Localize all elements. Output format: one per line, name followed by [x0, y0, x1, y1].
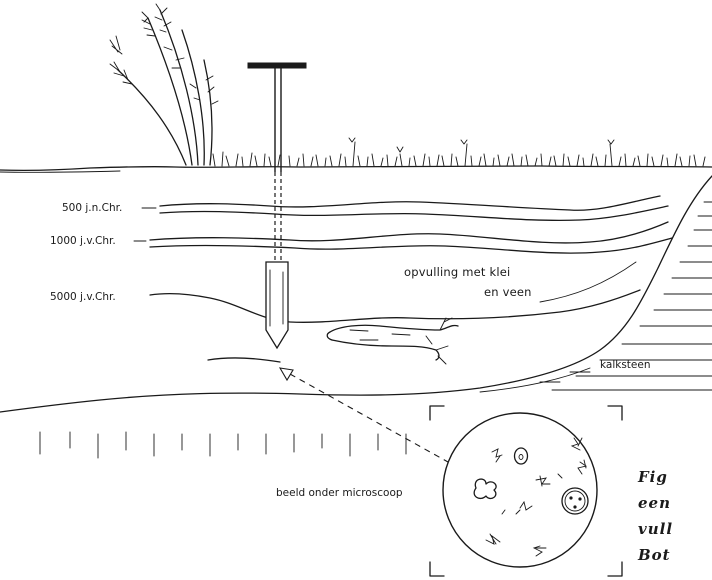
bedrock-hatching: [40, 432, 406, 458]
sediment-layers: [150, 196, 672, 362]
ground-surface: [0, 138, 712, 172]
label-fill-line2: en veen: [484, 285, 532, 299]
figure-caption: Fig een vull Bot: [637, 468, 673, 564]
label-1000-bc: 1000 j.v.Chr.: [50, 235, 116, 247]
arrow-to-microscope: [280, 368, 448, 462]
caption-line3: vull: [638, 520, 673, 538]
label-microscope-view: beeld onder microscoop: [276, 487, 403, 499]
label-limestone: kalksteen: [600, 359, 651, 371]
label-fill-line1: opvulling met klei: [404, 265, 510, 279]
reed-plants: [110, 4, 218, 165]
label-500-ad: 500 j.n.Chr.: [62, 202, 122, 214]
caption-line2: een: [638, 494, 671, 512]
microscope-view: [430, 406, 622, 576]
caption-line1: Fig: [637, 468, 668, 486]
label-5000-bc: 5000 j.v.Chr.: [50, 291, 116, 303]
fallen-branch: [327, 318, 458, 364]
caption-line4: Bot: [637, 546, 671, 564]
